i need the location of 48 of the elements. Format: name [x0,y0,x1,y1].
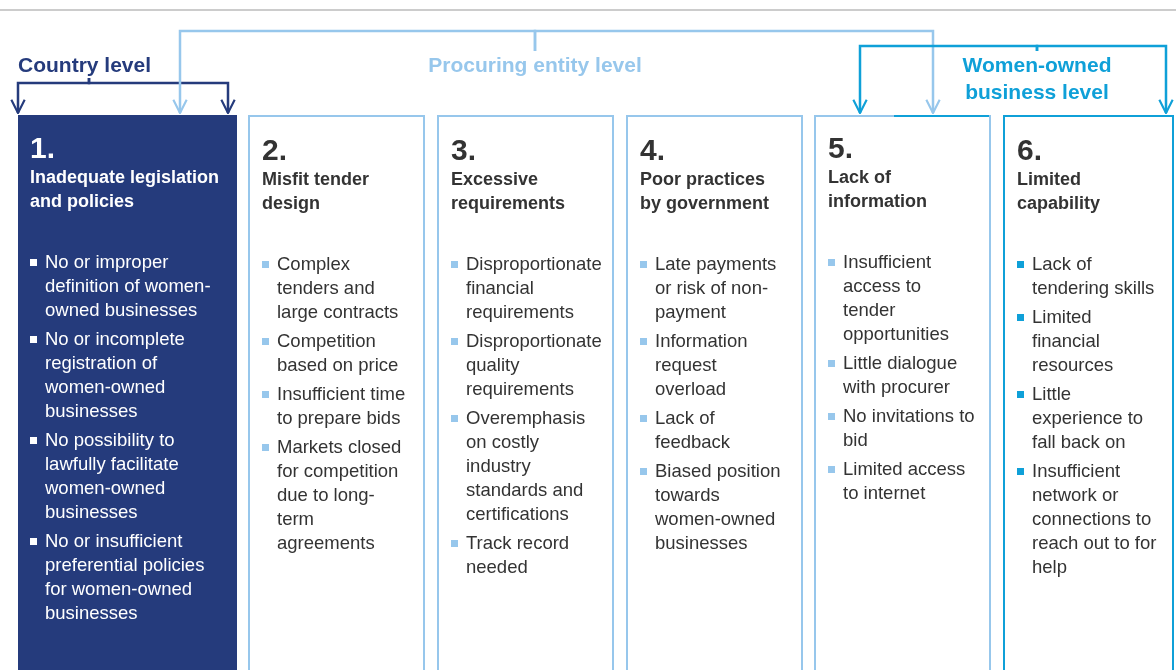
barrier-column [248,115,425,670]
bullet-text: Insufficient network or connections to reach out to for help [1017,459,1158,579]
bullet-text: No or insufficient preferential policies for women-owned businesses [30,529,223,625]
bullet-text: Little experience to fall back on [1017,382,1158,454]
barrier-column [814,115,991,670]
bullet-text: No possibility to lawfully facilitate women-owned businesses [30,428,223,524]
bullet-text: Insufficient time to prepare bids [262,382,409,430]
column-number: 1. [30,131,56,165]
bullet-text: Late payments or risk of non-payment [640,252,787,324]
bullet-text: Complex tenders and large contracts [262,252,409,324]
level-label: Women-owned business level [961,52,1113,105]
bullet-text: No invitations to bid [828,404,975,452]
barrier-column [437,115,614,670]
column-heading: Misfit tender design [262,168,370,215]
bullet-text: Overemphasis on costly industry standards and certifications [451,406,598,526]
column-number: 6. [1017,133,1043,167]
barrier-column [626,115,803,670]
barrier-column [1003,115,1174,670]
bullet-text: Lack of feedback [640,406,787,454]
column-heading: Inadequate legislation and policies [30,166,221,213]
bracket-arrow [533,29,941,115]
bullet-text: No or improper definition of women-owned businesses [30,250,223,322]
bullet-text: Limited access to internet [828,457,975,505]
level-label: Country level [18,52,153,78]
bullet-text: Insufficient access to tender opportunities [828,250,975,346]
bullet-text: Lack of tendering skills [1017,252,1158,300]
barrier-column [18,115,237,670]
bullet-text: Biased position towards women-owned businesses [640,459,787,555]
bullet-text: Competition based on price [262,329,409,377]
column-number: 2. [262,133,288,167]
bracket-arrow [1035,44,1174,115]
column-heading: Excessive requirements [451,168,567,215]
column-heading: Poor practices by government [640,168,771,215]
level-label: Procuring entity level [427,52,643,78]
bullet-text: Track record needed [451,531,598,579]
column-heading: Lack of information [828,166,928,213]
bracket-arrow [172,29,537,115]
bracket-arrow [87,78,236,115]
bullet-text: No or incomplete registration of women-owned businesses [30,327,223,423]
column-number: 3. [451,133,477,167]
column-heading: Limited capability [1017,168,1102,215]
column-number: 4. [640,133,666,167]
bullet-text: Markets closed for competition due to long-term agreements [262,435,409,555]
bullet-text: Limited financial resources [1017,305,1158,377]
bullet-text: Little dialogue with procurer [828,351,975,399]
column-number: 5. [828,131,854,165]
bullet-text: Information request overload [640,329,787,401]
bracket-arrow [852,44,1039,115]
